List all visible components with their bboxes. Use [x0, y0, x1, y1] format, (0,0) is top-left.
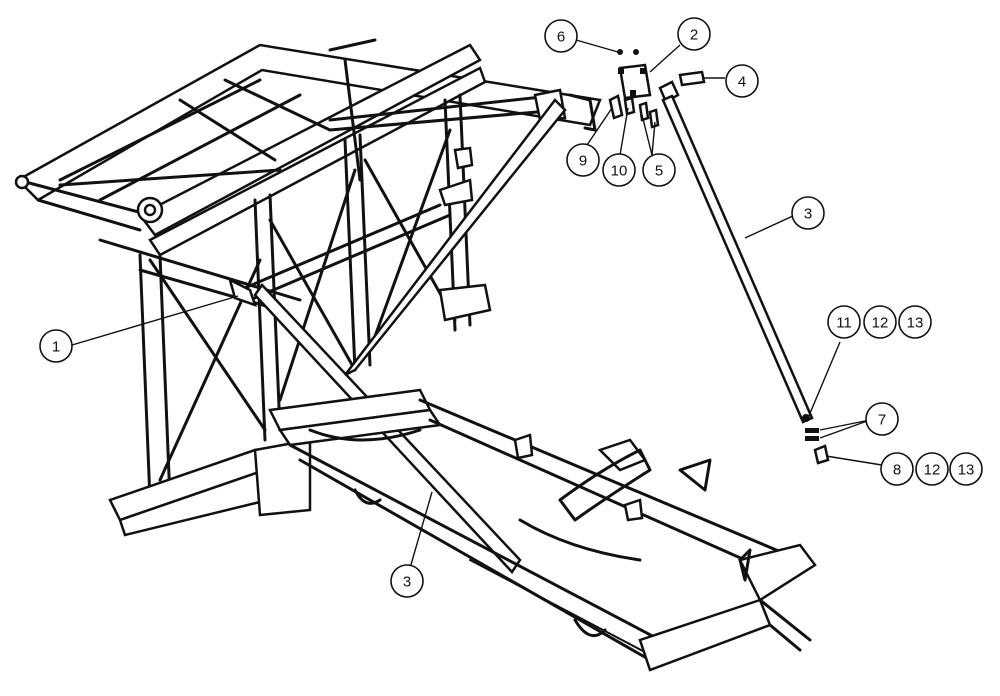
callout-label: 13 — [907, 315, 924, 332]
callout-circle — [880, 452, 914, 486]
callout-label: 3 — [403, 574, 411, 591]
callout-label: 12 — [872, 315, 889, 332]
callout-circle — [898, 305, 932, 339]
callout-c13b: 13 — [949, 452, 983, 486]
callout-c7: 7 — [865, 402, 899, 436]
callout-label: 10 — [611, 163, 628, 180]
callout-circle — [642, 153, 676, 187]
callout-c5: 5 — [642, 153, 676, 187]
callout-c1: 1 — [39, 329, 73, 363]
callout-circle — [602, 153, 636, 187]
tower-structure — [98, 38, 492, 502]
callout-label: 13 — [958, 462, 975, 479]
callout-circle — [791, 196, 825, 230]
callout-c11: 11 — [827, 305, 861, 339]
callout-circle — [566, 143, 600, 177]
callout-circle — [915, 452, 949, 486]
callout-label: 9 — [579, 153, 587, 170]
callout-label: 12 — [924, 462, 941, 479]
callout-label: 3 — [804, 206, 812, 223]
callout-circle — [677, 17, 711, 51]
callout-c6: 6 — [544, 19, 578, 53]
callout-c8: 8 — [880, 452, 914, 486]
callout-c2: 2 — [677, 17, 711, 51]
callout-label: 1 — [52, 339, 60, 356]
callout-c3a: 3 — [791, 196, 825, 230]
callout-c12b: 12 — [915, 452, 949, 486]
callout-c4: 4 — [725, 64, 759, 98]
callout-label: 8 — [893, 462, 901, 479]
callout-label: 7 — [878, 412, 886, 429]
callout-c13a: 13 — [898, 305, 932, 339]
callout-label: 6 — [557, 29, 565, 46]
callout-c12a: 12 — [863, 305, 897, 339]
callout-circle — [390, 564, 424, 598]
callout-circle — [949, 452, 983, 486]
base-frame — [108, 388, 817, 672]
callout-label: 2 — [690, 27, 698, 44]
callout-circle — [863, 305, 897, 339]
callout-c3b: 3 — [390, 564, 424, 598]
callout-circle — [725, 64, 759, 98]
callout-label: 5 — [655, 163, 663, 180]
callout-label: 11 — [836, 315, 852, 332]
callout-circle — [865, 402, 899, 436]
callout-label: 4 — [738, 74, 746, 91]
callout-circle — [827, 305, 861, 339]
callout-c10: 10 — [602, 153, 636, 187]
callout-circle — [39, 329, 73, 363]
leader-lines — [71, 39, 889, 569]
exploded-parts — [608, 49, 830, 465]
callout-circle — [544, 19, 578, 53]
upper-frame — [14, 43, 602, 257]
callout-c9: 9 — [566, 143, 600, 177]
